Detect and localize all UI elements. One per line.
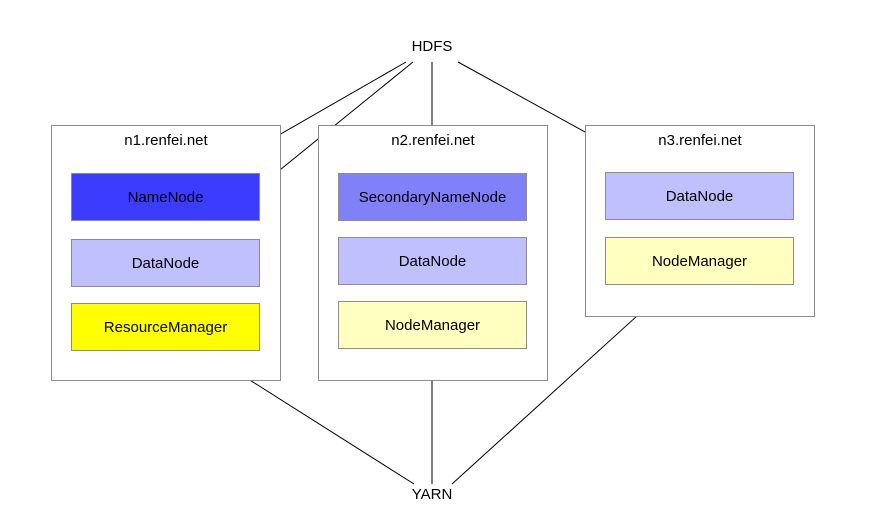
host-n2: n2.renfei.net SecondaryNameNode DataNode… <box>318 125 548 381</box>
yarn-label: YARN <box>411 486 453 503</box>
hdfs-label: HDFS <box>411 38 453 55</box>
n2-nodemanager-box: NodeManager <box>338 301 527 349</box>
n2-datanode-box: DataNode <box>338 237 527 285</box>
host-n3-title: n3.renfei.net <box>658 132 742 149</box>
n2-secondarynamenode-box: SecondaryNameNode <box>338 173 527 221</box>
n1-resourcemanager-box: ResourceManager <box>71 303 260 351</box>
host-n2-title: n2.renfei.net <box>391 132 475 149</box>
n3-datanode-box: DataNode <box>605 172 794 220</box>
n3-nodemanager-box: NodeManager <box>605 237 794 285</box>
host-n1: n1.renfei.net NameNode DataNode Resource… <box>51 125 281 381</box>
n1-namenode-box: NameNode <box>71 173 260 221</box>
host-n1-title: n1.renfei.net <box>124 132 208 149</box>
n1-datanode-box: DataNode <box>71 239 260 287</box>
arrow-yarn-to-n3-nodemanager <box>451 285 671 485</box>
host-n3: n3.renfei.net DataNode NodeManager <box>585 125 815 317</box>
